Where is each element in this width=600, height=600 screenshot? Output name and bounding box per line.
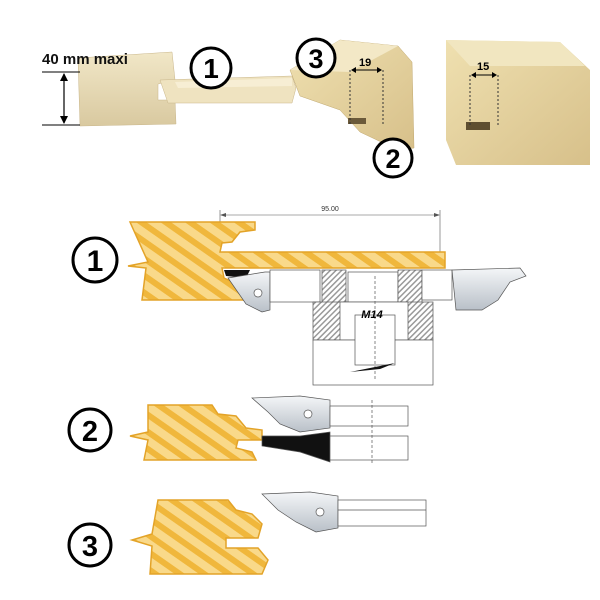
- photo-profile-detail: 15: [446, 40, 590, 165]
- svg-text:3: 3: [82, 531, 98, 563]
- cutter-block: [261, 491, 427, 533]
- svg-text:1: 1: [87, 245, 104, 278]
- photo-step-3-badge: 3: [295, 37, 337, 79]
- step-1-badge: [71, 236, 119, 284]
- diagram-2: 2: [67, 395, 409, 465]
- thickness-dimension: [42, 71, 80, 126]
- photo-step-1-badge: 1: [189, 46, 233, 90]
- svg-text:2: 2: [385, 144, 400, 174]
- width-dimension: 95.00: [321, 206, 339, 213]
- step-3-badge: [67, 522, 113, 568]
- photo-step-2-badge: 2: [372, 137, 414, 179]
- wood-workpiece: [129, 404, 263, 461]
- wood-workpiece: [127, 221, 446, 301]
- dim-15-label: 15: [477, 61, 489, 73]
- step-2-badge: [67, 407, 113, 453]
- svg-text:3: 3: [308, 44, 323, 74]
- max-thickness-label: 40 mm maxi: [42, 51, 128, 68]
- diagram-1: 1 95.00 M14: [71, 206, 527, 386]
- cutter-block: [251, 395, 409, 465]
- svg-text:1: 1: [203, 53, 219, 84]
- photo-tongue-joint: [77, 51, 297, 127]
- dimension-19: 19: [349, 57, 384, 125]
- bore-label: M14: [361, 309, 382, 321]
- dim-19-label: 19: [359, 57, 371, 69]
- diagram-3: 3: [67, 491, 427, 575]
- svg-text:2: 2: [82, 416, 98, 448]
- cutter-block: [227, 267, 527, 386]
- wood-workpiece: [129, 499, 269, 575]
